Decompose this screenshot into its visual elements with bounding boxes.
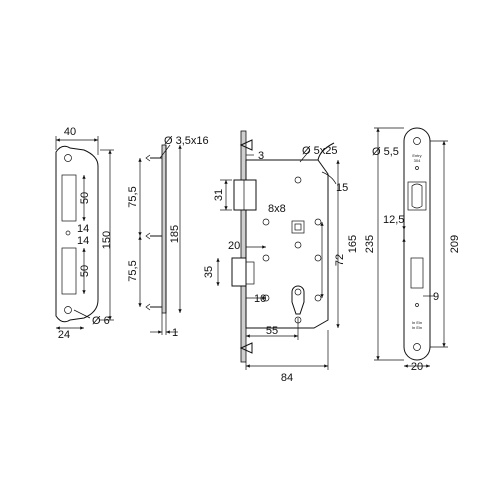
- faceplate-inner-height-label: 209: [449, 235, 461, 253]
- lock-depth-label: 84: [281, 372, 293, 384]
- cylinder-hole-label: Ø 5x25: [302, 145, 337, 157]
- side-lower-spacing-label: 75,5: [127, 260, 139, 281]
- strike-gap-upper-label: 14: [77, 223, 89, 235]
- faceplate-bottom-label-2: In Ein: [412, 325, 422, 330]
- strike-upper-opening-label: 50: [79, 192, 91, 204]
- strike-gap-lower-label: 14: [77, 235, 89, 247]
- faceplate: [374, 127, 448, 368]
- latch-distance-label: 12,5: [383, 214, 404, 226]
- lock-top-offset-label: 3: [258, 150, 264, 162]
- strike-width-label: 40: [64, 126, 76, 138]
- faceplate-hole-label: Ø 5,5: [372, 146, 399, 158]
- spindle-label: 8x8: [268, 203, 286, 215]
- strike-lower-opening-label: 50: [79, 265, 91, 277]
- faceplate-top-label-2: 304: [414, 158, 421, 163]
- side-height-label: 185: [169, 225, 181, 243]
- strike-hole-label: Ø 6: [92, 315, 110, 327]
- center-distance-label: 72: [334, 254, 346, 266]
- strike-bottom-width-label: 24: [58, 329, 70, 341]
- latch-height-label: 31: [213, 189, 225, 201]
- faceplate-total-height-label: 235: [364, 235, 376, 253]
- faceplate-bolt-width-label: 9: [433, 291, 439, 303]
- screw-size-label: Ø 3,5x16: [164, 135, 209, 147]
- bolt-offset-label: 10: [254, 293, 266, 305]
- side-upper-spacing-label: 75,5: [127, 186, 139, 207]
- side-view: [138, 144, 182, 335]
- lock-body: [216, 130, 340, 370]
- faceplate-width-label: 20: [411, 361, 423, 373]
- side-thickness-label: 1: [172, 327, 178, 339]
- lock-height-label: 165: [347, 235, 359, 253]
- bolt-height-label: 35: [203, 266, 215, 278]
- faceplate-top-label-1: Entry: [412, 153, 421, 158]
- latch-offset-label: 20: [228, 240, 240, 252]
- backset-label: 55: [266, 325, 278, 337]
- strike-plate: [55, 136, 114, 330]
- strike-height-label: 150: [101, 231, 113, 249]
- faceplate-bottom-label-1: In Ein: [412, 320, 422, 325]
- angle-label: 15: [336, 182, 348, 194]
